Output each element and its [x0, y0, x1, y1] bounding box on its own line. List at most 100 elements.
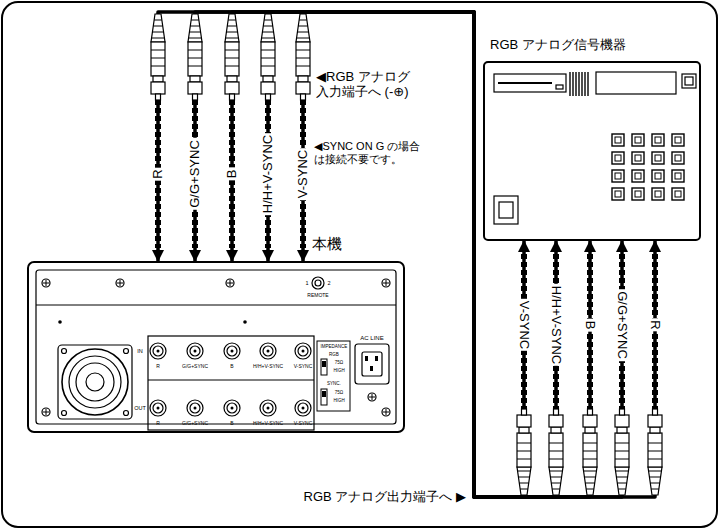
- plug-boot-ridge: [189, 32, 200, 33]
- cable-connector: [195, 12, 622, 497]
- plug-body: [296, 42, 310, 76]
- plug-boot: [188, 14, 202, 42]
- plug-pin: [301, 94, 306, 100]
- bnc-jack-pin: [231, 350, 234, 353]
- plug-boot: [549, 467, 563, 495]
- signal-device: RGB アナログ信号機器: [484, 62, 700, 240]
- plug-boot-ridge: [552, 489, 560, 490]
- switch-label: HIGH: [333, 398, 344, 403]
- screw-slot: [372, 394, 373, 400]
- bnc-jack: [187, 343, 203, 359]
- key: [612, 134, 624, 146]
- plug-boot-ridge: [584, 477, 595, 478]
- bnc-jack-ring: [227, 403, 237, 413]
- connector-label: OUT: [134, 405, 146, 411]
- screw-slot: [386, 280, 387, 286]
- ac-inlet-socket: [362, 352, 382, 376]
- bnc-jack-pin: [231, 407, 234, 410]
- display-window: [596, 72, 676, 94]
- plug-boot-ridge: [152, 32, 163, 33]
- ac-pin: [370, 366, 373, 371]
- plug-body-ridge: [296, 66, 310, 67]
- fan-screw: [62, 349, 67, 354]
- bnc-jack: [295, 343, 311, 359]
- signal-name: H/H+V-SYNC: [549, 283, 564, 365]
- bnc-jack: [187, 400, 203, 416]
- connector-label: REMOTE: [307, 293, 328, 299]
- bnc-jack-pin: [302, 350, 305, 353]
- key-face: [655, 173, 661, 179]
- plug-boot: [151, 14, 165, 42]
- key: [632, 134, 644, 146]
- signal-name: V-SYNC: [517, 298, 532, 350]
- signal-name: G/G+SYNC: [188, 138, 203, 210]
- floppy-button: [556, 85, 563, 89]
- bnc-jack-pin: [267, 350, 270, 353]
- fan-screw: [124, 349, 129, 354]
- plug-body-ridge: [615, 459, 629, 460]
- plug-body-ridge: [151, 50, 165, 51]
- heading-label: RGB アナログ信号機器: [490, 38, 626, 53]
- key-face: [655, 155, 661, 161]
- plug-body-ridge: [549, 451, 563, 452]
- signal-name: B: [225, 168, 240, 181]
- bnc-jack-ring: [263, 346, 273, 356]
- fan-ring: [76, 363, 114, 401]
- screw-slot: [386, 409, 387, 415]
- bnc-jack-pin: [157, 350, 160, 353]
- key-face: [615, 155, 621, 161]
- device-button-inner: [685, 77, 693, 85]
- plug-boot: [296, 14, 310, 42]
- connector-label: G/G+SYNC: [182, 364, 208, 370]
- callout-note: RGB アナログ出力端子へ ▶: [302, 490, 468, 505]
- plug-collar: [298, 76, 308, 82]
- pin-number: 2: [327, 280, 330, 286]
- plug-body: [517, 433, 531, 467]
- plug-body-ridge: [225, 50, 239, 51]
- panel-hole: [58, 320, 62, 324]
- plug-body-ridge: [188, 66, 202, 67]
- bnc-jack: [150, 400, 166, 416]
- plug-boot-ridge: [191, 20, 199, 21]
- terminal-divider: [148, 380, 314, 381]
- plug-collar: [585, 427, 595, 433]
- bnc-jack-pin: [302, 407, 305, 410]
- plug-body: [648, 433, 662, 467]
- heading-label: 本機: [312, 235, 342, 252]
- connector-label: IN: [137, 348, 143, 354]
- screw-slot: [120, 280, 121, 286]
- plug-body-ridge: [583, 451, 597, 452]
- key: [632, 152, 644, 164]
- signal-name: R: [648, 318, 663, 331]
- bnc-jack-ring: [227, 346, 237, 356]
- plug-boot-ridge: [297, 32, 308, 33]
- screw-slot: [46, 280, 47, 286]
- plug-pin: [266, 94, 271, 100]
- plug-body-ridge: [583, 443, 597, 444]
- plug-nut: [188, 82, 202, 94]
- plug-body: [225, 42, 239, 76]
- plug-boot-ridge: [584, 471, 597, 472]
- screw: [382, 408, 390, 416]
- vent-slit: [587, 72, 588, 96]
- housing-inner: [36, 270, 396, 424]
- plug-body-ridge: [517, 451, 531, 452]
- bnc-jack-pin: [194, 407, 197, 410]
- screw-slot: [46, 409, 47, 415]
- key-face: [675, 173, 681, 179]
- ac-pin: [375, 356, 378, 361]
- plug-boot-ridge: [518, 471, 531, 472]
- connector-label: R: [156, 364, 160, 370]
- power-switch-rocker: [499, 202, 513, 218]
- bnc-jack-pin: [157, 407, 160, 410]
- plug-boot-ridge: [519, 483, 528, 484]
- plug-boot-ridge: [263, 26, 272, 27]
- plug-boot-ridge: [617, 483, 626, 484]
- housing-outline: [28, 262, 404, 432]
- plug-body-ridge: [225, 58, 239, 59]
- bnc-jack: [260, 400, 276, 416]
- plug-boot-ridge: [154, 20, 162, 21]
- main-unit: 本機: [28, 262, 404, 432]
- plug-body: [615, 433, 629, 467]
- key: [632, 188, 644, 200]
